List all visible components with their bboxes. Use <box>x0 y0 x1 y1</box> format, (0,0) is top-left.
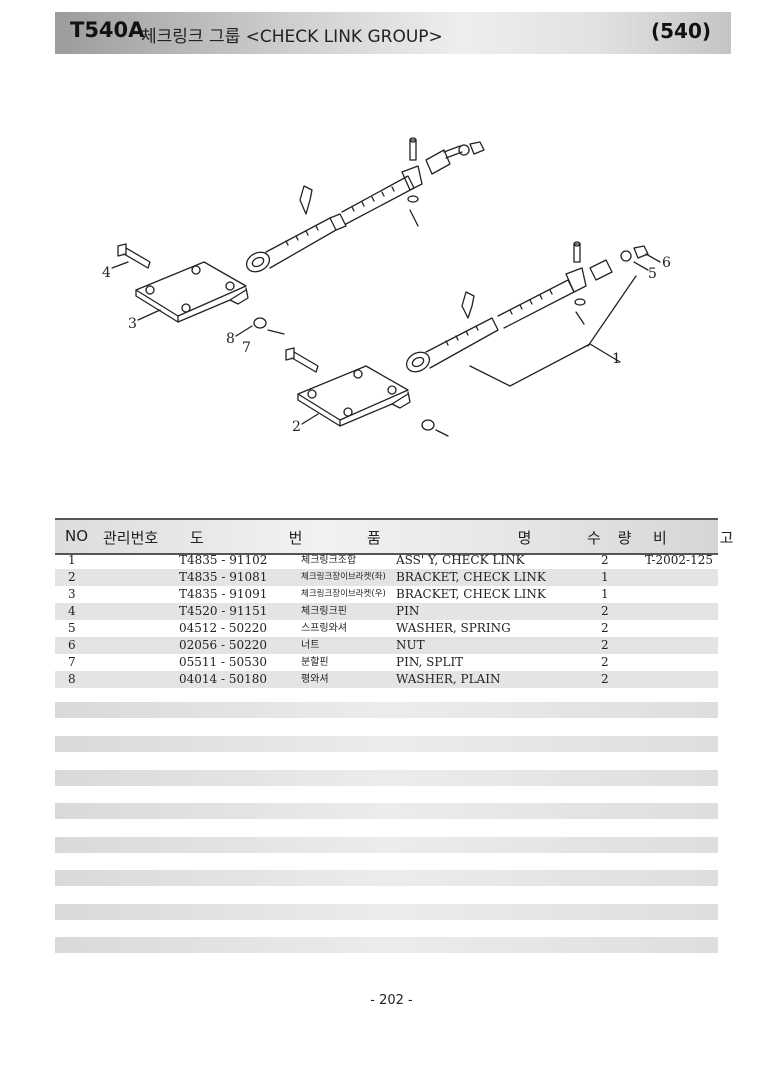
cell-qty: 2 <box>601 604 609 618</box>
callout-4: 4 <box>102 265 111 281</box>
cell-name-ko: 스프링와셔 <box>301 623 347 634</box>
cell-no: 5 <box>68 621 76 635</box>
cell-name-ko: 너트 <box>301 640 320 651</box>
cell-no: 3 <box>68 587 76 601</box>
cell-qty: 1 <box>601 587 609 601</box>
callout-3: 3 <box>128 316 137 332</box>
cell-drawing-no: T4835 - 91091 <box>179 587 268 601</box>
table-row: 5 04512 - 50220 스프링와셔 WASHER, SPRING 2 <box>55 620 718 637</box>
callout-1: 1 <box>612 351 621 367</box>
cell-qty: 1 <box>601 570 609 584</box>
cell-name-ko: 평와셔 <box>301 674 329 685</box>
cell-name-ko: 체크링크조합 <box>301 555 357 566</box>
callout-8: 8 <box>226 331 235 347</box>
cell-qty: 2 <box>601 621 609 635</box>
empty-row-stripe <box>55 837 718 853</box>
empty-row-stripe <box>55 702 718 718</box>
cell-name-en: BRACKET, CHECK LINK <box>396 570 546 584</box>
cell-name-ko: 체크링크핀 <box>301 606 347 617</box>
cell-qty: 2 <box>601 638 609 652</box>
upper-check-link <box>245 137 485 273</box>
page-code: (540) <box>650 19 711 43</box>
header-mgmt-no: 관리번호 <box>103 529 159 547</box>
callout-7: 7 <box>242 340 251 356</box>
cell-drawing-no: 02056 - 50220 <box>179 638 268 652</box>
empty-row-stripe <box>55 736 718 752</box>
page-header: T540A 체크링크 그룹 <CHECK LINK GROUP> (540) <box>55 12 731 54</box>
exploded-parts-diagram: 4 3 8 7 2 1 5 6 <box>102 137 671 437</box>
callout-2: 2 <box>292 419 301 435</box>
cell-drawing-no: T4835 - 91081 <box>179 570 268 584</box>
cell-drawing-no: 04512 - 50220 <box>179 621 268 635</box>
table-row: 7 05511 - 50530 분할핀 PIN, SPLIT 2 <box>55 654 718 671</box>
parts-table: NO 관리번호 도 번 품 명 수 량 비 고 1 T4835 - 91102 … <box>55 518 733 688</box>
cell-remarks: T-2002-125 <box>645 553 714 567</box>
cell-no: 1 <box>68 553 76 567</box>
table-row: 3 T4835 - 91091 체크링크장이브라켓(우) BRACKET, CH… <box>55 586 718 603</box>
cell-no: 4 <box>68 604 76 618</box>
cell-name-en: WASHER, PLAIN <box>396 672 501 686</box>
lower-check-link <box>405 241 649 373</box>
cell-name-en: BRACKET, CHECK LINK <box>396 587 546 601</box>
empty-row-stripe <box>55 803 718 819</box>
callout-5: 5 <box>648 266 657 282</box>
cell-drawing-no: 04014 - 50180 <box>179 672 268 686</box>
cell-drawing-no: T4520 - 91151 <box>179 604 268 618</box>
cell-drawing-no: T4835 - 91102 <box>179 553 268 567</box>
table-row: 1 T4835 - 91102 체크링크조합 ASS' Y, CHECK LIN… <box>55 552 718 569</box>
table-row: 8 04014 - 50180 평와셔 WASHER, PLAIN 2 <box>55 671 718 688</box>
cell-name-ko: 체크링크장이브라켓(좌) <box>301 572 386 582</box>
cell-name-en: ASS' Y, CHECK LINK <box>396 553 525 567</box>
cell-name-en: PIN <box>396 604 420 618</box>
cell-no: 8 <box>68 672 76 686</box>
model-code: T540A <box>70 18 145 42</box>
callout-6: 6 <box>662 255 671 271</box>
group-title: 체크링크 그룹 <CHECK LINK GROUP> <box>141 27 443 47</box>
cell-name-en: PIN, SPLIT <box>396 655 464 669</box>
header-drawing: 도 번 <box>190 529 343 547</box>
empty-row-stripe <box>55 937 718 953</box>
header-part-name: 품 명 <box>367 529 598 547</box>
cell-no: 6 <box>68 638 76 652</box>
page-number: - 202 - <box>370 993 413 1008</box>
cell-qty: 2 <box>601 655 609 669</box>
cell-drawing-no: 05511 - 50530 <box>179 655 268 669</box>
header-no: NO <box>65 527 89 545</box>
cell-no: 2 <box>68 570 76 584</box>
header-remarks: 비 고 <box>653 529 758 547</box>
cell-qty: 2 <box>601 672 609 686</box>
empty-row-stripe <box>55 770 718 786</box>
empty-row-stripe <box>55 904 718 920</box>
bracket-left <box>285 347 449 437</box>
empty-row-stripe <box>55 870 718 886</box>
cell-name-ko: 분할핀 <box>301 657 329 668</box>
bracket-right <box>117 243 285 335</box>
table-row: 4 T4520 - 91151 체크링크핀 PIN 2 <box>55 603 718 620</box>
table-header: NO 관리번호 도 번 품 명 수 량 비 고 <box>55 518 733 555</box>
cell-name-ko: 체크링크장이브라켓(우) <box>301 589 386 599</box>
cell-name-en: WASHER, SPRING <box>396 621 511 635</box>
cell-no: 7 <box>68 655 76 669</box>
table-row: 6 02056 - 50220 너트 NUT 2 <box>55 637 718 654</box>
header-qty: 수 량 <box>587 529 638 547</box>
cell-name-en: NUT <box>396 638 425 652</box>
table-row: 2 T4835 - 91081 체크링크장이브라켓(좌) BRACKET, CH… <box>55 569 718 586</box>
cell-qty: 2 <box>601 553 609 567</box>
